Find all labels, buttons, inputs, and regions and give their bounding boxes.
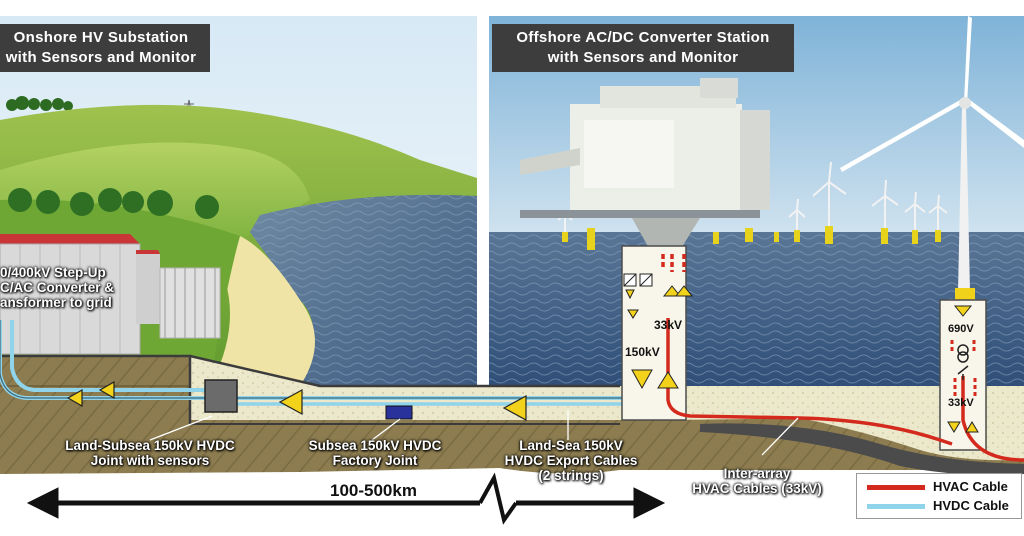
converter-icon — [623, 273, 694, 390]
land-joint-line-2: Joint with sensors — [90, 453, 210, 468]
step-up-label: 0/400kV Step-Up C/AC Converter & ansform… — [0, 265, 114, 310]
cross-section — [0, 245, 1024, 525]
distance-arrow — [26, 472, 666, 525]
onshore-scene — [0, 16, 477, 386]
turbine-690v-tag: 690V — [948, 323, 974, 335]
onshore-title: Onshore HV Substation with Sensors and M… — [0, 24, 210, 72]
land-joint-label: Land-Subsea 150kV HVDC Joint with sensor… — [50, 438, 250, 468]
joint-box-icon — [204, 379, 238, 413]
factory-joint-line-1: Subsea 150kV HVDC — [308, 438, 442, 453]
export-cables-label: Land-Sea 150kV HVDC Export Cables (2 str… — [486, 438, 656, 483]
offshore-title: Offshore AC/DC Converter Station with Se… — [492, 24, 794, 72]
onshore-title-line-1: Onshore HV Substation — [13, 29, 189, 46]
inter-array-line-2: HVAC Cables (33kV) — [692, 481, 822, 496]
offshore-scene — [489, 16, 1024, 386]
step-up-line-3: ansformer to grid — [0, 295, 112, 310]
factory-joint-label: Subsea 150kV HVDC Factory Joint — [290, 438, 460, 468]
turbine-foundations — [562, 226, 941, 250]
flow-arrow-icon — [66, 380, 527, 422]
breaker-icon — [957, 365, 969, 380]
legend: HVAC Cable HVDC Cable — [856, 473, 1022, 519]
legend-label-hvdc: HVDC Cable — [933, 498, 1009, 513]
legend-item-hvdc: HVDC Cable — [863, 497, 1019, 515]
step-up-line-2: C/AC Converter & — [0, 280, 115, 295]
factory-joint-icon — [385, 405, 413, 420]
offshore-title-line-1: Offshore AC/DC Converter Station — [516, 29, 770, 46]
station-33kv-tag: 33kV — [654, 318, 683, 332]
distance-label: 100-500km — [330, 481, 417, 500]
trees — [8, 188, 219, 219]
substation-building — [0, 234, 221, 355]
factory-joint-line-2: Factory Joint — [332, 453, 418, 468]
transformer-icon — [947, 305, 979, 433]
hvac-cable — [661, 254, 1024, 462]
export-cables-line-3: (2 strings) — [538, 468, 604, 483]
onshore-title-line-2: with Sensors and Monitor — [5, 49, 197, 66]
inter-array-line-1: Inter-array — [723, 466, 791, 481]
land-joint-line-1: Land-Subsea 150kV HVDC — [65, 438, 235, 453]
turbine-33kv-tag: 33kV — [948, 397, 974, 409]
export-cables-line-1: Land-Sea 150kV — [519, 438, 623, 453]
tree-line — [6, 96, 73, 111]
offshore-title-line-2: with Sensors and Monitor — [547, 49, 739, 66]
legend-item-hvac: HVAC Cable — [863, 478, 1019, 496]
inter-array-label: Inter-array HVAC Cables (33kV) — [672, 466, 842, 496]
converter-platform — [520, 78, 770, 250]
legend-label-hvac: HVAC Cable — [933, 479, 1008, 494]
legend-swatch-hvdc — [867, 504, 925, 509]
wind-turbine-icon — [840, 16, 1024, 302]
export-cables-line-2: HVDC Export Cables — [504, 453, 638, 468]
legend-swatch-hvac — [867, 485, 925, 490]
step-up-line-1: 0/400kV Step-Up — [0, 265, 106, 280]
station-150kv-tag: 150kV — [625, 345, 660, 359]
